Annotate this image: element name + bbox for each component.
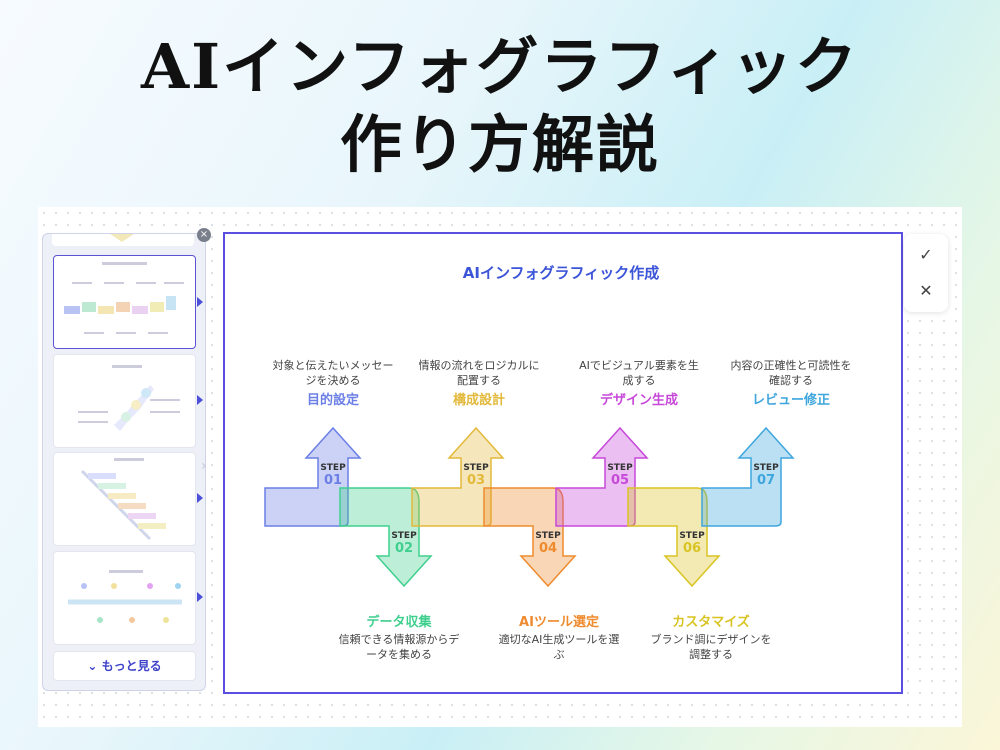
step-01-desc-line2: ジを決める [305,374,361,387]
thumbnail-3-pointer [197,493,203,503]
thumbnail-2-pointer [197,395,203,405]
step-03-desc-line1: 情報の流れをロジカルに [418,359,540,372]
step-01-label: 目的設定 [306,393,359,408]
step-06-label: カスタマイズ [672,615,750,630]
step-04-description: 適切なAI生成ツールを選 ぶ [484,632,634,662]
step-02-desc-line1: 信頼できる情報源からデ [338,633,460,646]
thumbnail-3-preview [80,458,166,541]
thumbnail-2-preview [78,365,180,431]
step-02-label: データ収集 [366,615,432,630]
step-06-step-text: STEP [679,531,705,541]
step-02-number: 02 [395,541,413,556]
step-07-number: 07 [757,473,775,488]
thumbnail-4-pointer [197,592,203,602]
thumbnail-1[interactable] [53,255,196,349]
step-04-desc-line1: 適切なAI生成ツールを選 [498,633,620,646]
panel-expand-chevron-icon[interactable]: › [201,458,207,474]
step-06-desc-line1: ブランド調にデザインを [650,633,772,646]
step-04-step-text: STEP [535,531,561,541]
step-03-number: 03 [467,473,485,488]
step-07-description: 内容の正確性と可読性を 確認する [716,358,866,388]
infographic-frame[interactable] [223,232,903,694]
step-06-arrow-shape [627,487,721,588]
step-04-label: AIツール選定 [519,615,599,630]
step-01-number: 01 [324,473,342,488]
step-06-number: 06 [683,541,701,556]
step-02-description: 信頼できる情報源からデ ータを集める [324,632,474,662]
step-07-arrow-shape [701,426,795,527]
page-title-line1: AIインフォグラフィック [140,30,859,103]
close-panel-icon[interactable]: × [197,228,211,242]
step-02-desc-line2: ータを集める [366,648,432,661]
step-07-desc-line1: 内容の正確性と可読性を [730,359,852,372]
step-03-desc-line2: 配置する [457,374,501,387]
step-07-step-text: STEP [753,463,779,473]
step-03-step-text: STEP [463,463,489,473]
cancel-close-icon[interactable]: ✕ [919,281,933,300]
step-05-description: AIでビジュアル要素を生 成する [564,358,714,388]
thumbnail-4-preview [68,570,182,623]
step-01-description: 対象と伝えたいメッセー ジを決める [258,358,408,388]
step-04-number: 04 [539,541,557,556]
page-title-line2: 作り方解説 [339,108,660,181]
step-02-step-text: STEP [391,531,417,541]
thumbnail-1-preview [64,262,184,334]
floating-toolbar: ✓ ✕ [904,234,948,312]
show-more-button[interactable]: ⌄ もっと見る [53,651,196,681]
thumbnail-4[interactable] [53,551,196,645]
step-03-label: 構成設計 [452,393,505,408]
step-01-desc-line1: 対象と伝えたいメッセー [272,359,394,372]
step-07-label: レビュー修正 [751,393,830,408]
step-05-desc-line2: 成する [622,374,656,387]
step-01-step-text: STEP [320,463,346,473]
confirm-check-icon[interactable]: ✓ [919,245,933,264]
infographic-title: AIインフォグラフィック作成 [462,264,660,282]
thumbnail-2[interactable] [53,354,196,448]
step-05-step-text: STEP [607,463,633,473]
step-06-description: ブランド調にデザインを 調整する [636,632,786,662]
thumbnail-1-pointer [197,297,203,307]
step-06-desc-line2: 調整する [689,648,733,661]
step-05-number: 05 [611,473,629,488]
thumbnail-3[interactable] [53,452,196,546]
thumbnail-top-partial[interactable] [52,234,194,246]
step-05-label: デザイン生成 [599,393,678,408]
step-05-desc-line1: AIでビジュアル要素を生 [579,359,699,372]
step-04-desc-line2: ぶ [553,648,565,661]
step-03-description: 情報の流れをロジカルに 配置する [404,358,554,388]
step-07-desc-line2: 確認する [769,374,813,387]
